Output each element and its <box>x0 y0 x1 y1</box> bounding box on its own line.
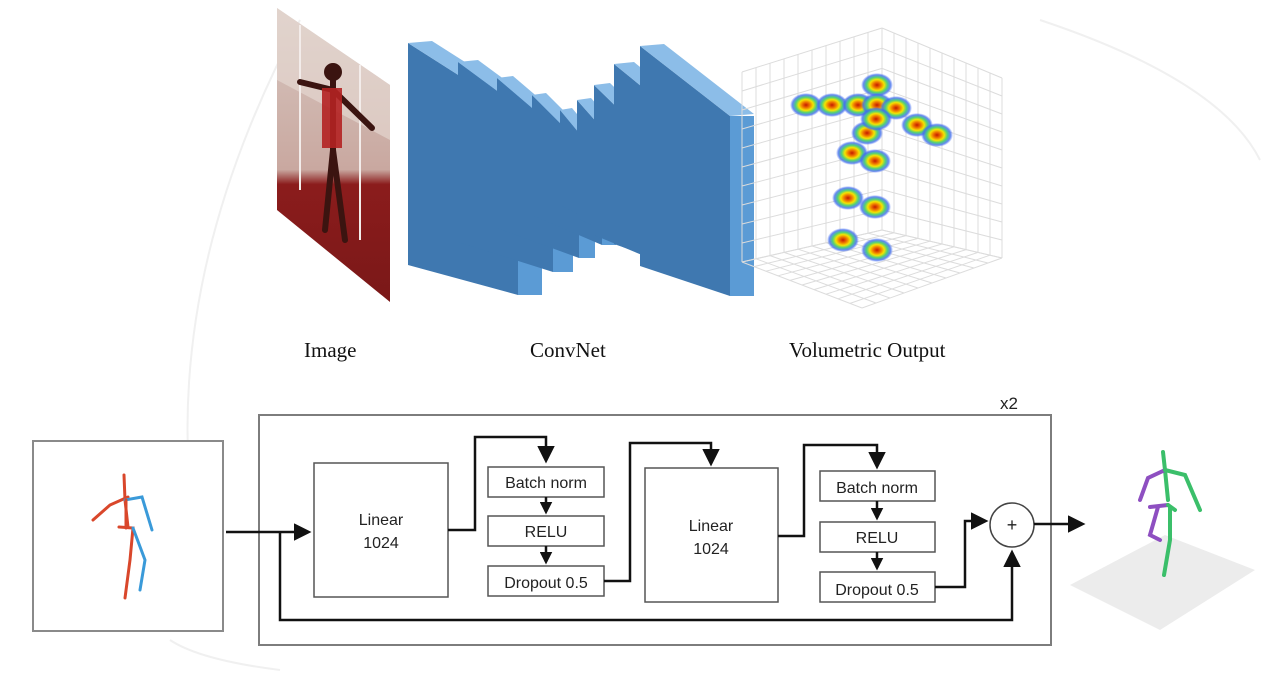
grid-line <box>839 239 961 274</box>
relu-1-label: RELU <box>525 524 568 541</box>
grid-line <box>881 168 1003 205</box>
linear-1-label: Linear <box>359 512 404 529</box>
grid-line <box>867 232 989 264</box>
linear-2-label: Linear <box>689 518 734 535</box>
grid-line <box>801 243 943 286</box>
grid-line <box>881 148 1003 187</box>
output-3d-skeleton <box>1070 450 1255 630</box>
batch-norm-2-label: Batch norm <box>836 480 918 497</box>
grid-line <box>881 189 1003 223</box>
grid-line <box>741 209 883 244</box>
volumetric-output-caption: Volumetric Output <box>789 338 946 362</box>
joint-heatmap <box>790 93 822 117</box>
batch-norm-1-label: Batch norm <box>505 475 587 492</box>
relu-2-label: RELU <box>856 530 899 547</box>
grid-line <box>881 229 1003 259</box>
joint-heatmap <box>861 238 893 262</box>
joint-heatmap <box>921 123 953 147</box>
convnet-caption: ConvNet <box>530 338 606 362</box>
input-image <box>277 8 390 302</box>
grid-line <box>881 128 1003 169</box>
dropout-2-label: Dropout 0.5 <box>835 582 919 599</box>
joint-heatmap <box>859 149 891 173</box>
input-2d-skeleton <box>91 473 154 600</box>
joint-heatmap <box>859 195 891 219</box>
dropout-1-label: Dropout 0.5 <box>504 575 588 592</box>
joint-heatmap <box>832 186 864 210</box>
network-block <box>258 414 1052 646</box>
dropout-1-box <box>487 565 605 597</box>
linear-1-box <box>313 462 449 598</box>
joint-heatmap <box>860 107 892 131</box>
volumetric-heatmaps <box>790 73 953 262</box>
batch-norm-2-box <box>819 470 936 502</box>
joint-heatmap <box>861 73 893 97</box>
grid-line <box>861 257 1003 309</box>
relu-1-box <box>487 515 605 547</box>
grid-line <box>881 209 1003 241</box>
grid-line <box>813 246 955 291</box>
joint-heatmap <box>816 93 848 117</box>
linear-2-box <box>644 467 779 603</box>
joint-heatmap <box>827 228 859 252</box>
convnet-layers <box>408 41 754 296</box>
grid-line <box>741 168 883 206</box>
conv-layer-side <box>640 46 730 296</box>
grid-line <box>825 249 967 295</box>
grid-line <box>837 251 979 300</box>
repeat-label: x2 <box>1000 394 1018 413</box>
sum-symbol: + <box>1007 515 1018 535</box>
linear-2-units: 1024 <box>693 541 729 558</box>
conv-layer-top <box>640 44 754 116</box>
grid-line <box>849 254 991 304</box>
image-caption: Image <box>304 338 357 362</box>
connector-arrows <box>226 435 1086 622</box>
input-pose-box <box>32 440 224 632</box>
linear-1-units: 1024 <box>363 535 399 552</box>
dropout-2-box <box>819 571 936 603</box>
